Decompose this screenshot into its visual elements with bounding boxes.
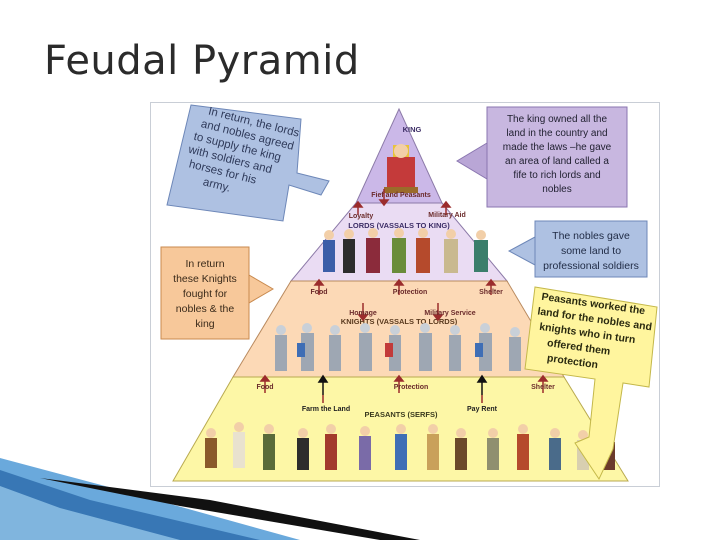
svg-text:king: king: [195, 318, 214, 330]
svg-text:In return: In return: [185, 258, 224, 270]
tier-knights-label: KNIGHTS (VASSALS TO LORDS): [341, 317, 458, 326]
svg-text:made the laws –he gave: made the laws –he gave: [503, 142, 612, 153]
label-protection-peasants: Protection: [394, 384, 429, 391]
feudal-pyramid-diagram: KING LORDS (VASSALS TO KING) KNIGHTS (VA…: [150, 102, 660, 487]
slide-title: Feudal Pyramid: [44, 38, 360, 84]
callout-knights: In return these Knights fought for noble…: [160, 246, 274, 340]
label-loyalty: Loyalty: [349, 213, 374, 220]
svg-text:professional soldiers: professional soldiers: [543, 260, 639, 272]
peasants-figures: [205, 422, 615, 470]
svg-text:nobles & the: nobles & the: [176, 303, 235, 315]
callout-nobles: The nobles gave some land to professiona…: [507, 220, 648, 278]
label-farm-land: Farm the Land: [302, 406, 350, 413]
label-food-lords: Food: [310, 289, 327, 296]
tier-lords-label: LORDS (VASSALS TO KING): [348, 221, 450, 230]
label-pay-rent: Pay Rent: [467, 406, 498, 413]
label-protection-lords: Protection: [393, 289, 428, 296]
tier-king-label: KING: [403, 125, 422, 134]
callout-peasants: Peasants worked the land for the nobles …: [524, 286, 658, 481]
svg-text:fife to rich lords and: fife to rich lords and: [513, 170, 600, 181]
callout-lords: In return, the lords and nobles agreed t…: [166, 104, 330, 222]
label-military-aid: Military Aid: [428, 212, 465, 219]
knights-figures: [275, 323, 521, 371]
svg-text:these Knights: these Knights: [173, 273, 237, 285]
label-shelter-peasants: Shelter: [531, 384, 555, 391]
label-military-service: Military Service: [424, 310, 475, 317]
svg-text:some land to: some land to: [561, 245, 621, 257]
svg-text:The king owned all the: The king owned all the: [507, 114, 608, 125]
label-homage: Homage: [349, 310, 377, 317]
callout-king: The king owned all the land in the count…: [456, 106, 628, 208]
king-figure: [384, 144, 418, 193]
svg-text:fought for: fought for: [183, 288, 228, 300]
lords-figures: [323, 228, 488, 273]
label-fief: Fief and Peasants: [371, 192, 431, 199]
svg-text:an area of land called a: an area of land called a: [505, 156, 609, 167]
svg-text:The nobles gave: The nobles gave: [552, 230, 630, 242]
label-food-peasants: Food: [256, 384, 273, 391]
svg-text:nobles: nobles: [542, 184, 571, 195]
label-shelter-lords: Shelter: [479, 289, 503, 296]
tier-peasants-label: PEASANTS (SERFS): [365, 410, 438, 419]
svg-text:land in the country and: land in the country and: [506, 128, 607, 139]
